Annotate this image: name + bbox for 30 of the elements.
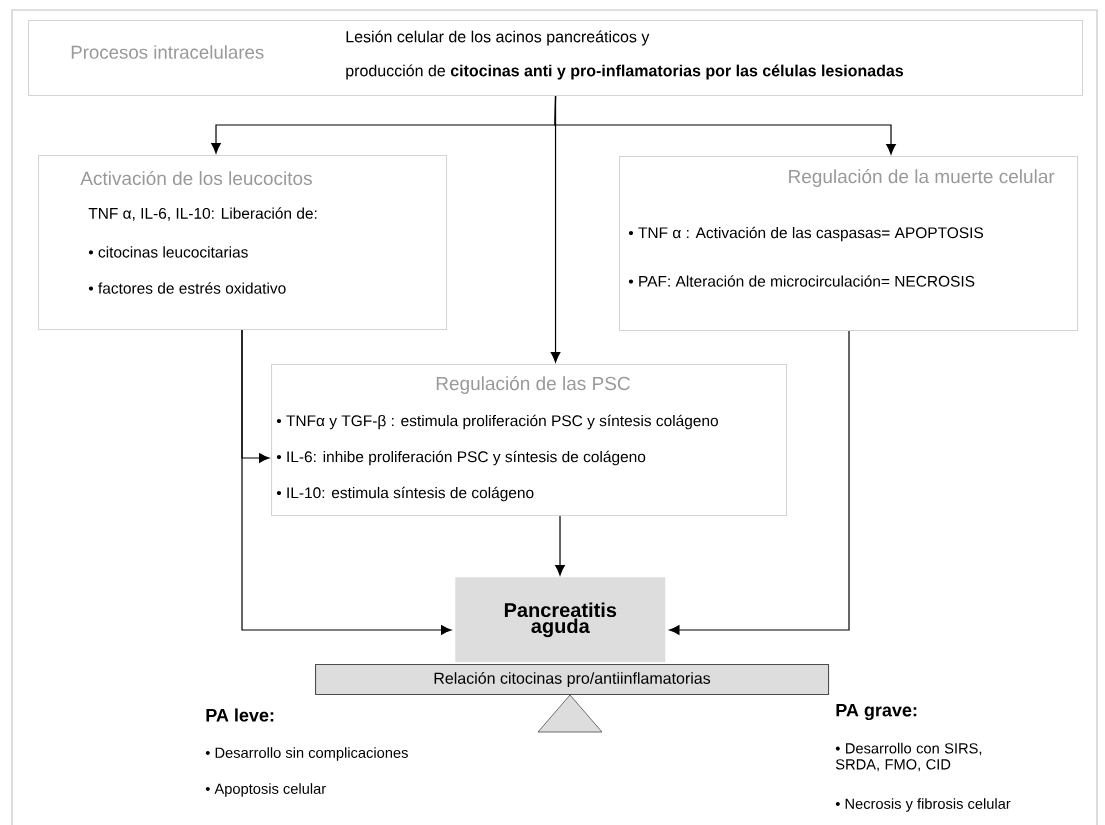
process-box: [271, 364, 788, 517]
bullet-item: • TNF α : Activación de las caspasas= APOPTOSIS: [628, 226, 984, 242]
bullet-item: • factores de estrés oxidativo: [88, 282, 286, 294]
body-text: producción de citocinas anti y pro-inflamatorias por las células lesionadas: [346, 64, 904, 80]
bullet-item: • IL-10: estimula síntesis de colágeno: [276, 486, 534, 502]
arrow: [241, 329, 270, 463]
bullet-item: • Desarrollo con SIRS, SRDA, FMO, CID: [835, 742, 982, 772]
node-label: Pancreatitis aguda: [504, 602, 617, 638]
arrow: [550, 95, 561, 363]
body-text: Lesión celular de los acinos pancreáticos y: [346, 30, 650, 46]
process-box: [619, 156, 1079, 332]
body-text: TNF α, IL-6, IL-10: Liberación de:: [88, 207, 317, 221]
outcome-heading: PA grave:: [836, 703, 917, 721]
box-title: Regulación de las PSC: [436, 376, 630, 394]
bullet-item: • TNFα y TGF-β : estimula proliferación PSC y síntesis colágeno: [276, 414, 718, 430]
process-box: [28, 20, 1084, 97]
box-title: Activación de los leucocitos: [80, 170, 312, 186]
arrow: [669, 330, 850, 635]
process-box: [38, 155, 448, 331]
bullet-item: • Desarrollo sin complicaciones: [205, 747, 408, 761]
bullet-item: • citocinas leucocitarias: [88, 246, 248, 258]
bullet-item: • PAF: Alteración de microcirculación= NECROSIS: [628, 275, 975, 287]
result-box: Pancreatitis aguda: [455, 577, 666, 663]
arrow: [555, 515, 565, 576]
bullet-item: • Necrosis y fibrosis celular: [835, 798, 1011, 812]
box-title: Procesos intracelulares: [71, 45, 264, 59]
bullet-item: • IL-6: inhibe proliferación PSC y síntesis de colágeno: [276, 450, 646, 466]
outcome-heading: PA leve:: [206, 708, 274, 722]
bullet-item: • Apoptosis celular: [205, 783, 326, 797]
box-title: Regulación de la muerte celular: [789, 169, 1055, 187]
